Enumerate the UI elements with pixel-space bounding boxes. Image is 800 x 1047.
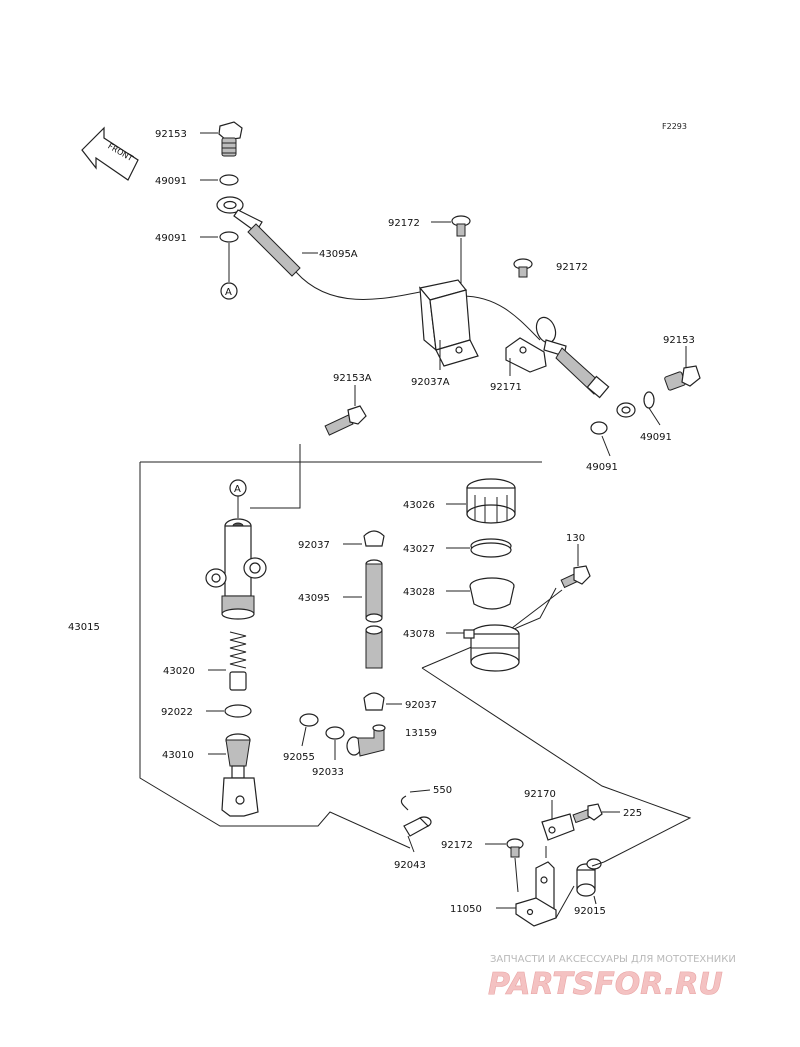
ref-a-top: A [225, 287, 232, 298]
label-43026: 43026 [403, 500, 435, 511]
label-49091-b: 49091 [155, 233, 187, 244]
label-92037-a: 92037 [298, 540, 330, 551]
pushrod-43010 [221, 733, 259, 817]
label-92037A: 92037A [411, 377, 450, 388]
hose-43095 [365, 559, 383, 669]
circlip-92022 [224, 704, 252, 718]
label-49091-a: 49091 [155, 176, 187, 187]
watermark-tagline: ЗАПЧАСТИ И АКСЕССУАРЫ ДЛЯ МОТОТЕХНИКИ [490, 954, 736, 965]
label-92153A: 92153A [333, 373, 372, 384]
label-92015: 92015 [574, 906, 606, 917]
cotter-pin-550 [400, 795, 409, 811]
washer-49091-b [219, 231, 239, 243]
front-arrow-icon: FRONT [81, 126, 139, 181]
brake-hose-43095A [216, 196, 541, 341]
elbow-13159 [346, 724, 386, 757]
bracket-92037A [418, 279, 479, 367]
clamp-92171 [505, 337, 547, 373]
label-43028: 43028 [403, 587, 435, 598]
label-49091-c: 49091 [640, 432, 672, 443]
banjo-bolt-top [218, 121, 243, 157]
watermark-brand-logo: PARTSFOR.RU [488, 967, 723, 1002]
label-43015: 43015 [68, 622, 100, 633]
label-43078: 43078 [403, 629, 435, 640]
label-43095A: 43095A [319, 249, 358, 260]
reservoir-cap-43026 [466, 478, 516, 524]
label-92171: 92171 [490, 382, 522, 393]
group-outline-43015 [139, 444, 542, 849]
label-43027: 43027 [403, 544, 435, 555]
label-225: 225 [623, 808, 642, 819]
diagram-code: F2293 [662, 122, 687, 131]
label-92153-top: 92153 [155, 129, 187, 140]
diaphragm-43028 [469, 577, 515, 610]
label-11050: 11050 [450, 904, 482, 915]
banjo-bolt-right [664, 365, 701, 391]
label-92172-c: 92172 [441, 840, 473, 851]
master-cylinder-body [205, 518, 267, 620]
label-92033: 92033 [312, 767, 344, 778]
pin-92043 [403, 816, 432, 837]
spring-43020 [229, 631, 247, 691]
label-130: 130 [566, 533, 585, 544]
bolt-92172-a [451, 215, 471, 237]
label-92172-a: 92172 [388, 218, 420, 229]
ref-a-circle-top [220, 282, 238, 300]
plate-43027 [470, 538, 512, 558]
label-43020: 43020 [163, 666, 195, 677]
label-92170: 92170 [524, 789, 556, 800]
brake-hose-right-end [535, 316, 636, 418]
circlip-92033 [325, 726, 345, 740]
label-92153-right: 92153 [663, 335, 695, 346]
label-92055: 92055 [283, 752, 315, 763]
washer-49091-c [643, 391, 655, 409]
bolt-92172-b [513, 258, 533, 278]
label-13159: 13159 [405, 728, 437, 739]
label-92172-b: 92172 [556, 262, 588, 273]
label-92037-b: 92037 [405, 700, 437, 711]
bracket-11050 [515, 861, 557, 927]
screw-130 [560, 565, 591, 589]
label-92043: 92043 [394, 860, 426, 871]
o-ring-92055 [299, 713, 319, 727]
label-43095: 43095 [298, 593, 330, 604]
clip-92037-b [363, 692, 385, 711]
bolt-92153A [324, 405, 367, 436]
bolt-225 [572, 803, 603, 824]
bolt-92172-c [506, 838, 524, 858]
washer-49091-a [219, 174, 239, 186]
clip-92037-a [363, 530, 385, 547]
collar-92015 [576, 858, 602, 897]
ref-a-bottom: A [234, 484, 241, 495]
clamp-92170 [541, 813, 575, 841]
label-49091-d: 49091 [586, 462, 618, 473]
reservoir-43078 [463, 624, 520, 672]
label-92022: 92022 [161, 707, 193, 718]
washer-49091-d [590, 421, 608, 435]
label-550: 550 [433, 785, 452, 796]
label-43010: 43010 [162, 750, 194, 761]
